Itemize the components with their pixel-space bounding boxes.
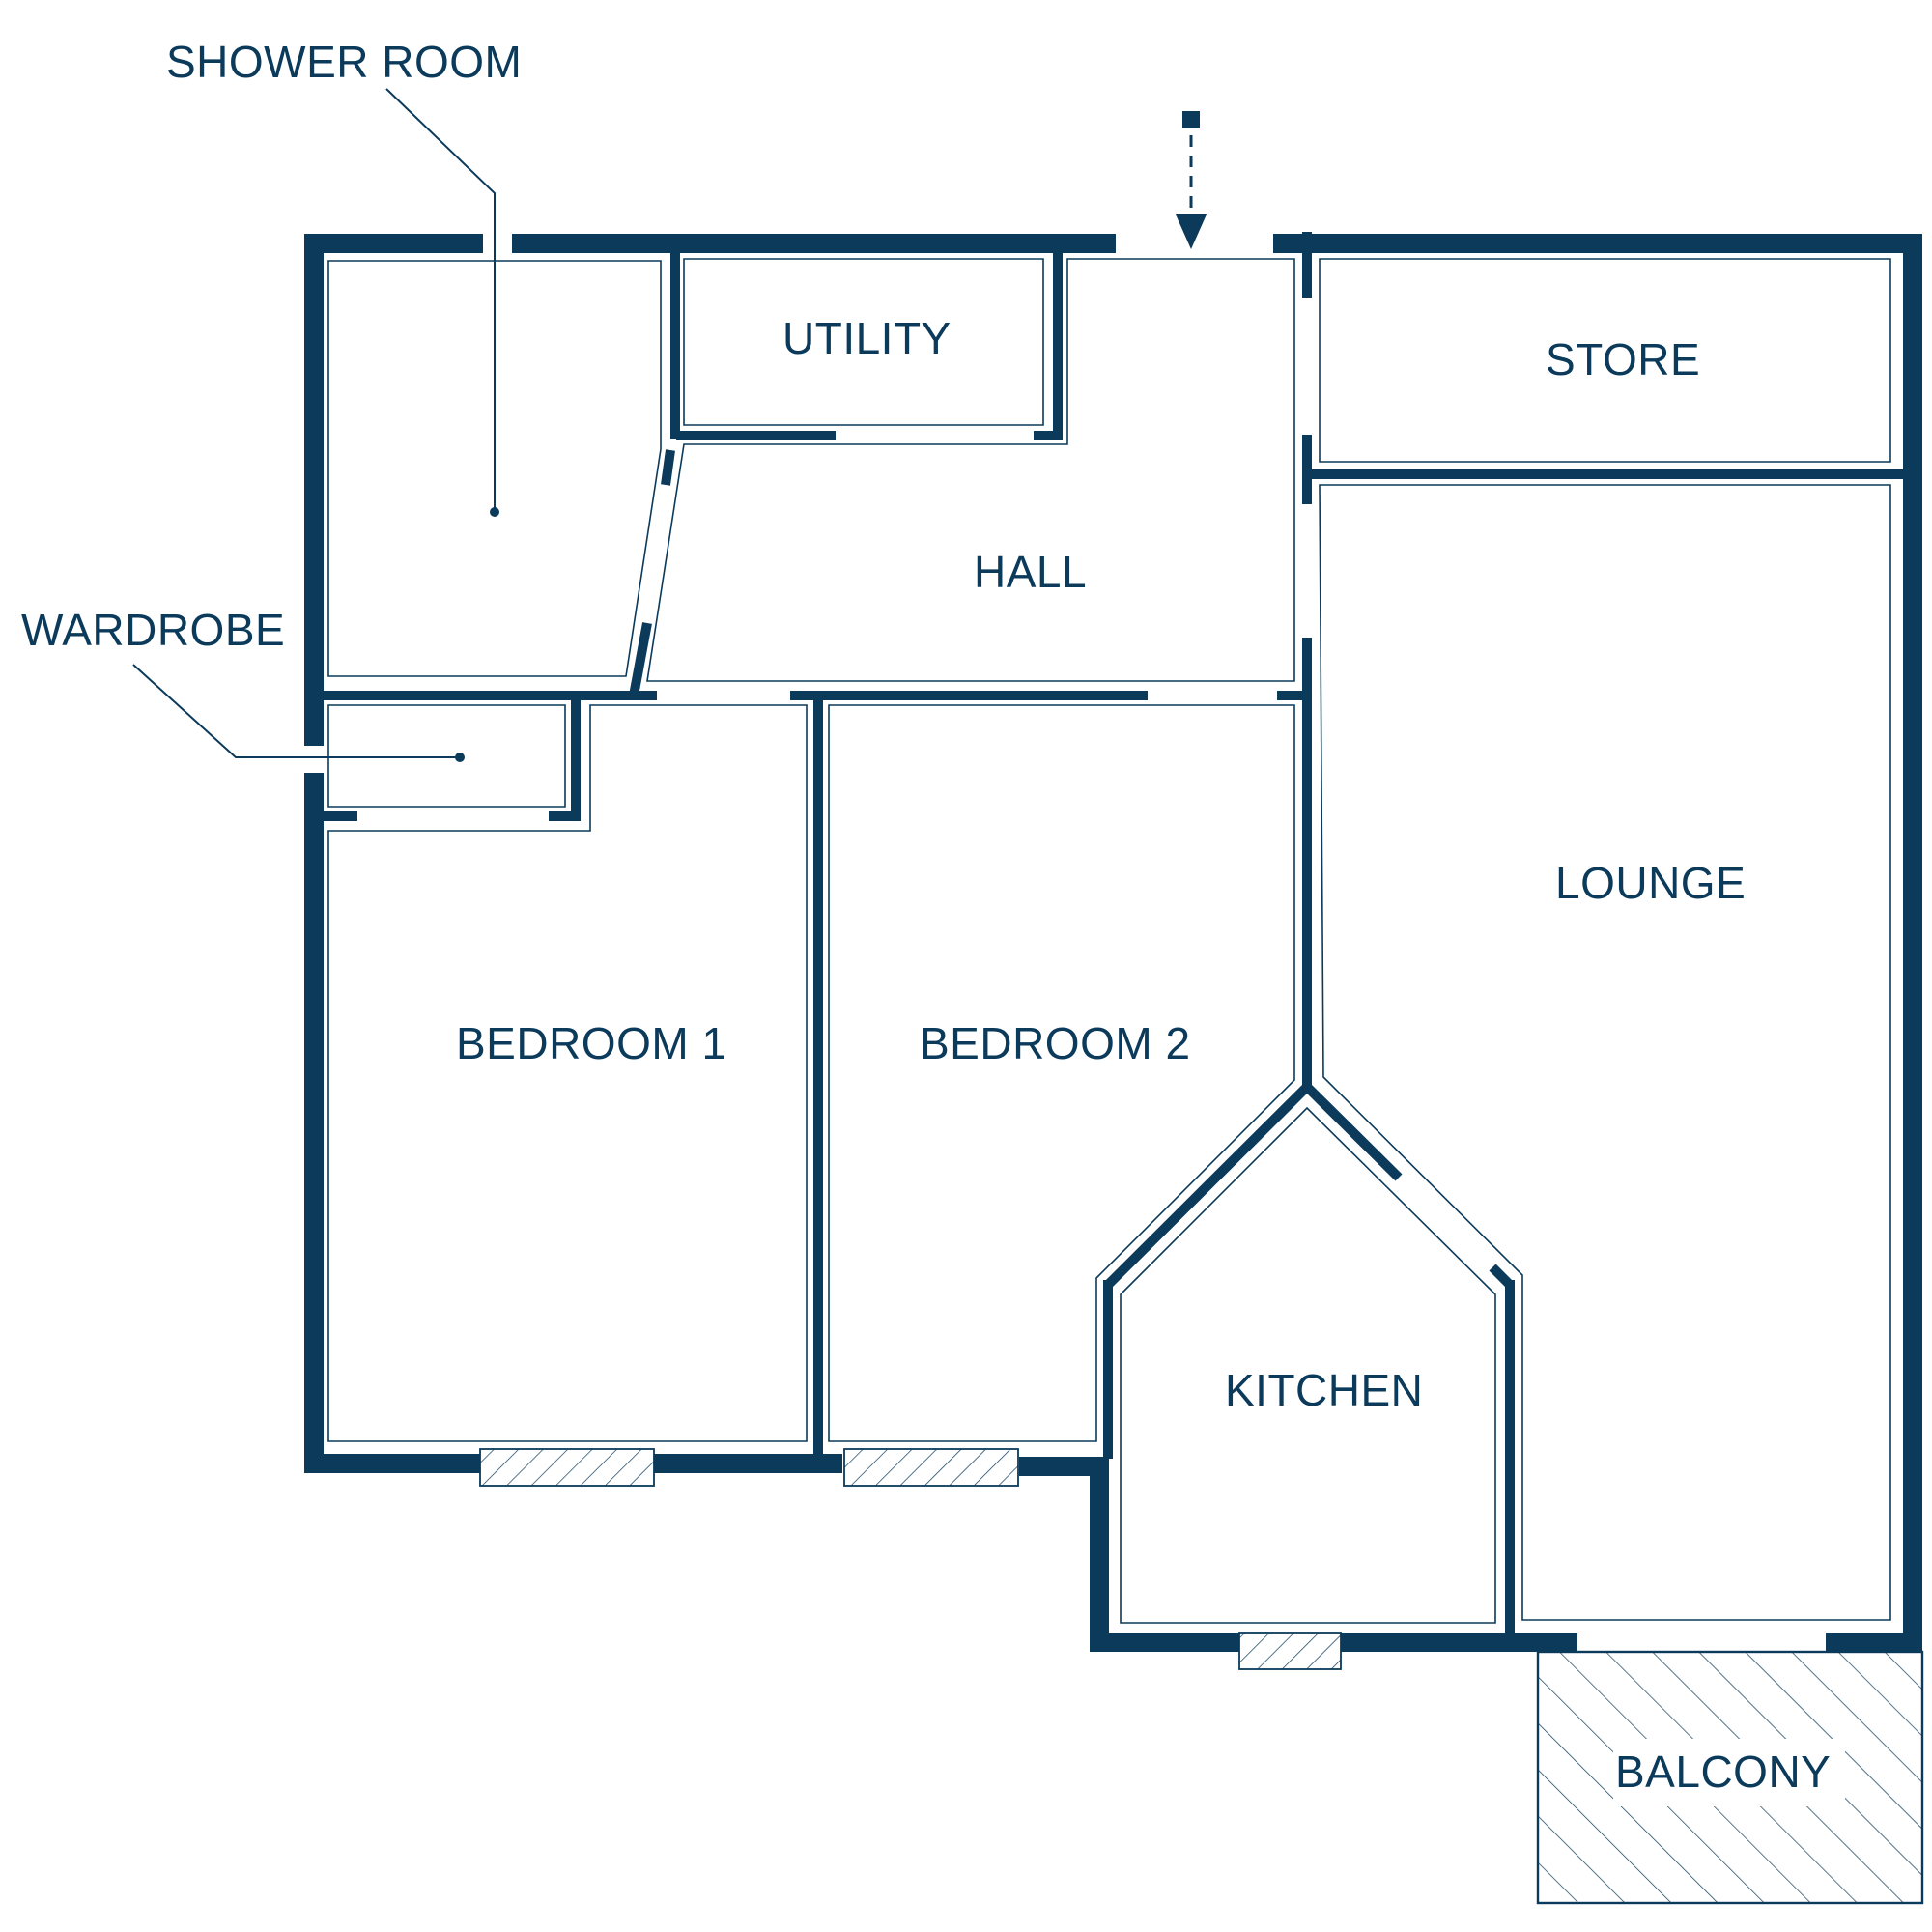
label-shower-room: SHOWER ROOM [166,37,522,87]
entrance-arrow-icon [1176,111,1207,249]
label-utility: UTILITY [782,313,952,363]
room-labels: SHOWER ROOM WARDROBE UTILITY HALL STORE … [21,37,1831,1797]
label-balcony: BALCONY [1615,1747,1831,1797]
window-bedroom2 [843,1448,1019,1487]
label-bedroom1: BEDROOM 1 [456,1018,727,1068]
windows [479,1448,1342,1670]
diagonal-walls [629,449,1514,1289]
label-wardrobe: WARDROBE [21,605,285,655]
window-bedroom1 [479,1448,655,1487]
label-hall: HALL [974,547,1087,597]
room-outlines [327,258,1891,1624]
outer-walls [304,234,1922,1652]
label-kitchen: KITCHEN [1225,1365,1423,1415]
label-bedroom2: BEDROOM 2 [920,1018,1191,1068]
leader-lines [132,88,499,762]
label-store: STORE [1546,334,1700,384]
window-kitchen [1238,1632,1342,1670]
inner-walls [324,232,1903,1633]
label-lounge: LOUNGE [1555,858,1746,908]
